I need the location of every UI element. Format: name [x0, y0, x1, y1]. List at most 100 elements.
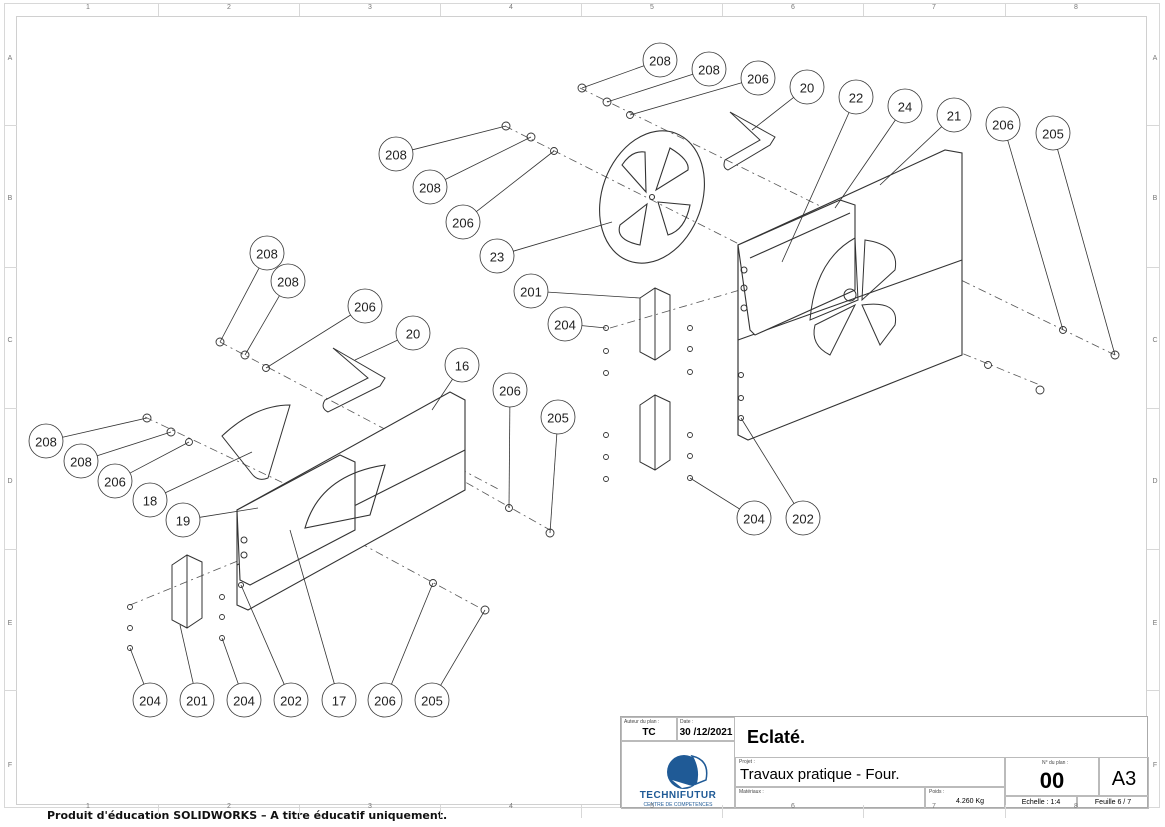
zone-col-top: 7	[932, 4, 936, 11]
format-value: A3	[1111, 768, 1137, 790]
part-18-flap	[221, 404, 291, 480]
drawing-title-cell: Eclaté.	[735, 717, 1148, 757]
part-20-bracket-left	[322, 347, 386, 413]
zone-col-bottom: 3	[368, 803, 372, 810]
balloon-208: 208	[412, 136, 532, 205]
balloon-label: 20	[800, 81, 814, 96]
balloon-circle	[642, 42, 678, 78]
leader-line	[513, 221, 613, 252]
project-label: Projet :	[739, 759, 755, 765]
balloon-label: 204	[743, 512, 765, 527]
zone-col-bottom: 7	[932, 803, 936, 810]
balloon-label: 20	[406, 327, 420, 342]
leader-line	[165, 451, 253, 494]
zone-divider	[4, 549, 17, 550]
balloon-208: 208	[581, 42, 678, 89]
zone-col-bottom: 1	[86, 803, 90, 810]
part-16-panel	[236, 391, 466, 611]
balloon-204: 204	[129, 647, 168, 718]
zone-divider	[581, 3, 582, 16]
balloon-20: 20	[354, 315, 431, 361]
leader-line	[129, 647, 145, 685]
balloon-19: 19	[165, 502, 259, 538]
balloon-201: 201	[513, 273, 641, 309]
date-cell: Date : 30 /12/2021	[677, 717, 735, 741]
plan-number: 00	[1039, 768, 1065, 793]
hinge-201-center	[639, 287, 671, 361]
hinge-201-left	[171, 554, 203, 629]
balloon-205: 205	[540, 399, 576, 534]
balloon-circle	[132, 682, 168, 718]
balloon-label: 205	[547, 411, 569, 426]
leader-line	[581, 325, 607, 329]
weight-value: 4.260 Kg	[956, 798, 985, 805]
zone-divider	[863, 805, 864, 818]
balloon-208: 208	[28, 417, 148, 459]
balloon-23: 23	[479, 221, 613, 274]
zone-col-bottom: 8	[1074, 803, 1078, 810]
balloon-206: 206	[97, 441, 190, 499]
zone-divider	[581, 805, 582, 818]
balloon-204: 204	[547, 306, 607, 342]
zone-divider	[440, 805, 441, 818]
balloon-label: 21	[947, 109, 961, 124]
part-21-panel	[737, 149, 963, 441]
weight-label: Poids :	[929, 789, 945, 795]
balloon-label: 206	[499, 384, 521, 399]
leader-line	[1007, 140, 1064, 331]
zone-row-right: B	[1152, 195, 1158, 202]
balloon-label: 202	[792, 512, 814, 527]
balloon-circle	[444, 347, 480, 383]
balloon-label: 206	[354, 300, 376, 315]
fasteners	[127, 83, 1120, 651]
zone-divider	[4, 408, 17, 409]
balloon-206: 206	[445, 150, 555, 240]
leader-line	[781, 112, 850, 263]
balloon-circle	[412, 169, 448, 205]
balloon-circle	[691, 51, 727, 87]
zone-col-bottom: 6	[791, 803, 795, 810]
knob	[740, 304, 748, 312]
materials-label: Matériaux :	[739, 789, 764, 795]
balloon-21: 21	[879, 97, 972, 186]
education-watermark: Produit d'éducation SOLIDWORKS – A titre…	[47, 809, 448, 822]
scale-value: Echelle : 1:4	[1021, 799, 1061, 806]
sheet-border-inner	[16, 16, 1147, 805]
leader-line	[440, 609, 486, 686]
balloon-205: 205	[414, 609, 486, 718]
balloon-circle	[445, 204, 481, 240]
balloon-circle	[838, 79, 874, 115]
balloon-208: 208	[219, 235, 285, 343]
project-value: Travaux pratique - Four.	[740, 766, 900, 783]
balloon-circle	[492, 372, 528, 408]
leader-line	[97, 431, 172, 457]
leader-line	[240, 584, 285, 685]
balloon-202: 202	[740, 417, 821, 536]
balloon-206: 206	[265, 288, 383, 369]
balloon-circle	[28, 423, 64, 459]
balloon-label: 206	[992, 118, 1014, 133]
author-cell: Auteur du plan : TC	[621, 717, 677, 741]
leader-line	[629, 82, 742, 116]
balloon-206: 206	[985, 106, 1064, 331]
balloon-circle	[789, 69, 825, 105]
balloon-circle	[936, 97, 972, 133]
leader-line	[689, 477, 740, 510]
logo-sub: CENTRE DE COMPETENCES	[643, 802, 713, 808]
balloon-208: 208	[63, 431, 172, 479]
balloon-circle	[270, 263, 306, 299]
balloon-circle	[347, 288, 383, 324]
zone-divider	[158, 805, 159, 818]
balloon-label: 204	[139, 694, 161, 709]
zone-col-top: 4	[509, 4, 513, 11]
balloon-17: 17	[289, 529, 357, 718]
leader-line	[606, 73, 693, 103]
balloon-label: 201	[186, 694, 208, 709]
balloon-label: 208	[256, 247, 278, 262]
balloon-label: 204	[233, 694, 255, 709]
zone-divider	[863, 3, 864, 16]
drawing-title: Eclaté.	[747, 727, 806, 747]
sheet-border-outer	[4, 3, 1160, 808]
balloon-label: 16	[455, 359, 469, 374]
date-value: 30 /12/2021	[679, 727, 733, 738]
